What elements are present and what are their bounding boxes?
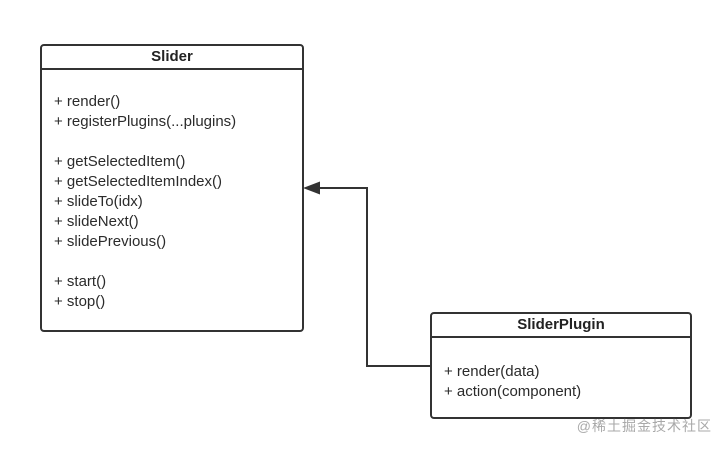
method-line: + getSelectedItemIndex() <box>54 173 223 190</box>
watermark: @稀土掘金技术社区 <box>576 418 712 434</box>
method-line: + slidePrevious() <box>54 233 167 250</box>
class-methods-sliderplugin: + render(data) + action(component) <box>432 338 690 402</box>
method-line: + slideNext() <box>54 213 139 230</box>
method-line: + stop() <box>54 293 106 310</box>
class-methods-slider: + render() + registerPlugins(...plugins)… <box>42 70 302 312</box>
method-line: + action(component) <box>444 383 582 400</box>
association-line <box>306 187 430 367</box>
method-line: + registerPlugins(...plugins) <box>54 113 237 130</box>
method-line: + slideTo(idx) <box>54 193 143 210</box>
method-line-spacer <box>54 132 294 152</box>
method-line: + getSelectedItem() <box>54 153 186 170</box>
class-box-sliderplugin: SliderPlugin + render(data) + action(com… <box>430 312 692 419</box>
class-title-sliderplugin: SliderPlugin <box>432 314 690 338</box>
method-line: + render(data) <box>444 363 540 380</box>
class-box-slider: Slider + render() + registerPlugins(...p… <box>40 44 304 332</box>
method-line: + render() <box>54 93 121 110</box>
method-line-spacer <box>54 252 294 272</box>
class-title-slider: Slider <box>42 46 302 70</box>
arrowhead-icon <box>303 181 320 195</box>
method-line: + start() <box>54 273 107 290</box>
